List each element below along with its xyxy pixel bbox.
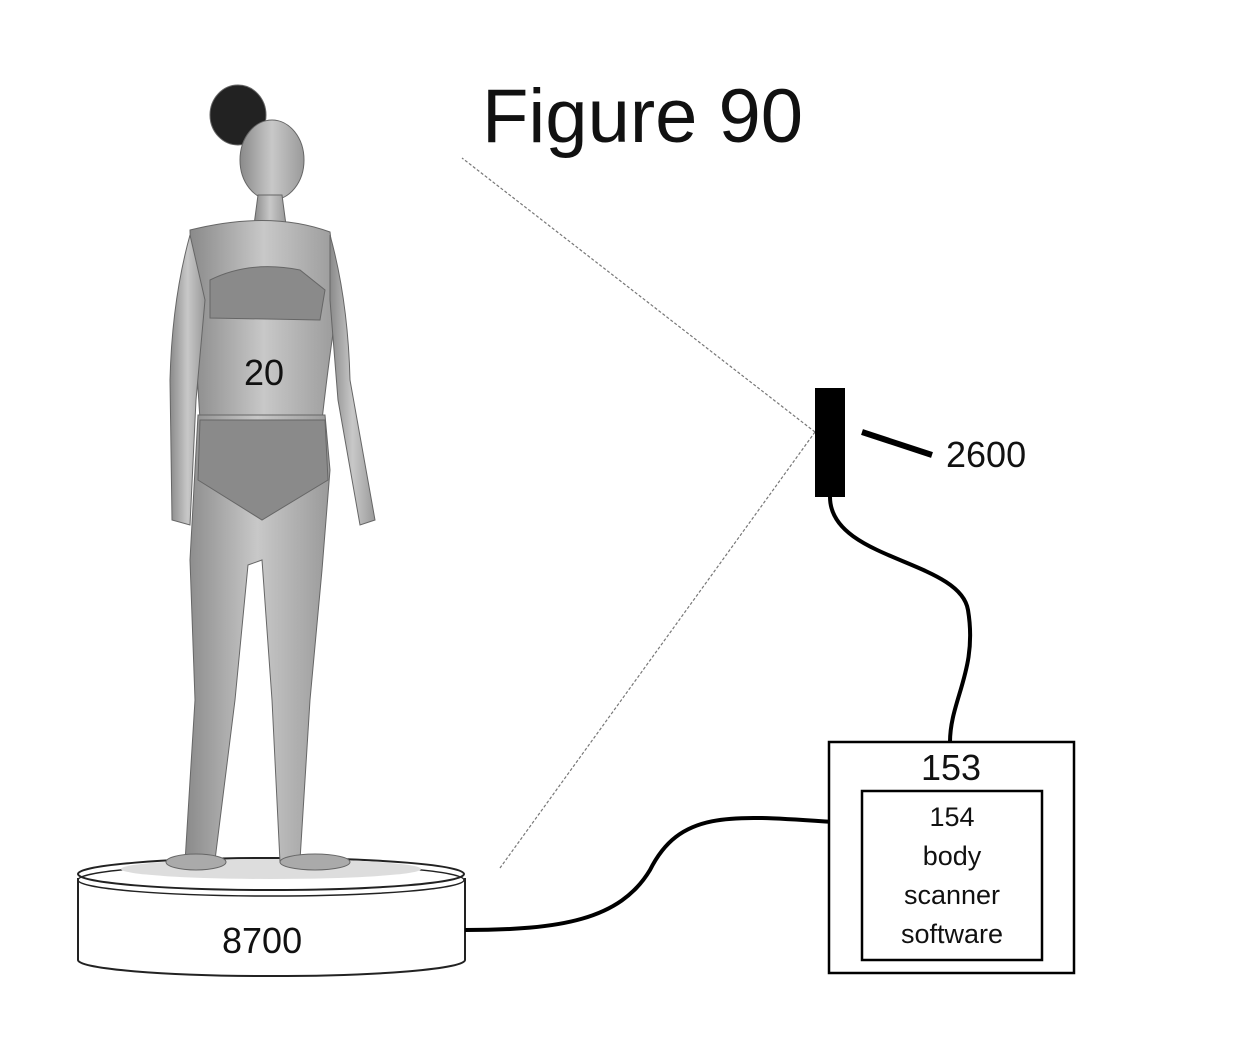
field-of-view-line-top <box>461 157 816 433</box>
scanner-label: 2600 <box>946 434 1026 475</box>
scanner-leader-line <box>861 429 933 458</box>
person-label: 20 <box>244 352 284 393</box>
figure-title: Figure 90 <box>482 74 803 159</box>
software-line-3: software <box>901 919 1003 949</box>
field-of-view-line-bottom <box>499 431 816 869</box>
computer-label: 153 <box>921 747 981 788</box>
person-figure <box>165 84 376 871</box>
turntable-label: 8700 <box>222 920 302 961</box>
software-line-2: scanner <box>904 880 1000 910</box>
software-number: 154 <box>929 802 974 832</box>
software-box <box>860 789 1044 962</box>
scanner-cable <box>828 496 973 743</box>
turntable-cable <box>464 816 834 932</box>
software-line-1: body <box>923 841 982 871</box>
body-scanner-device <box>815 388 845 497</box>
